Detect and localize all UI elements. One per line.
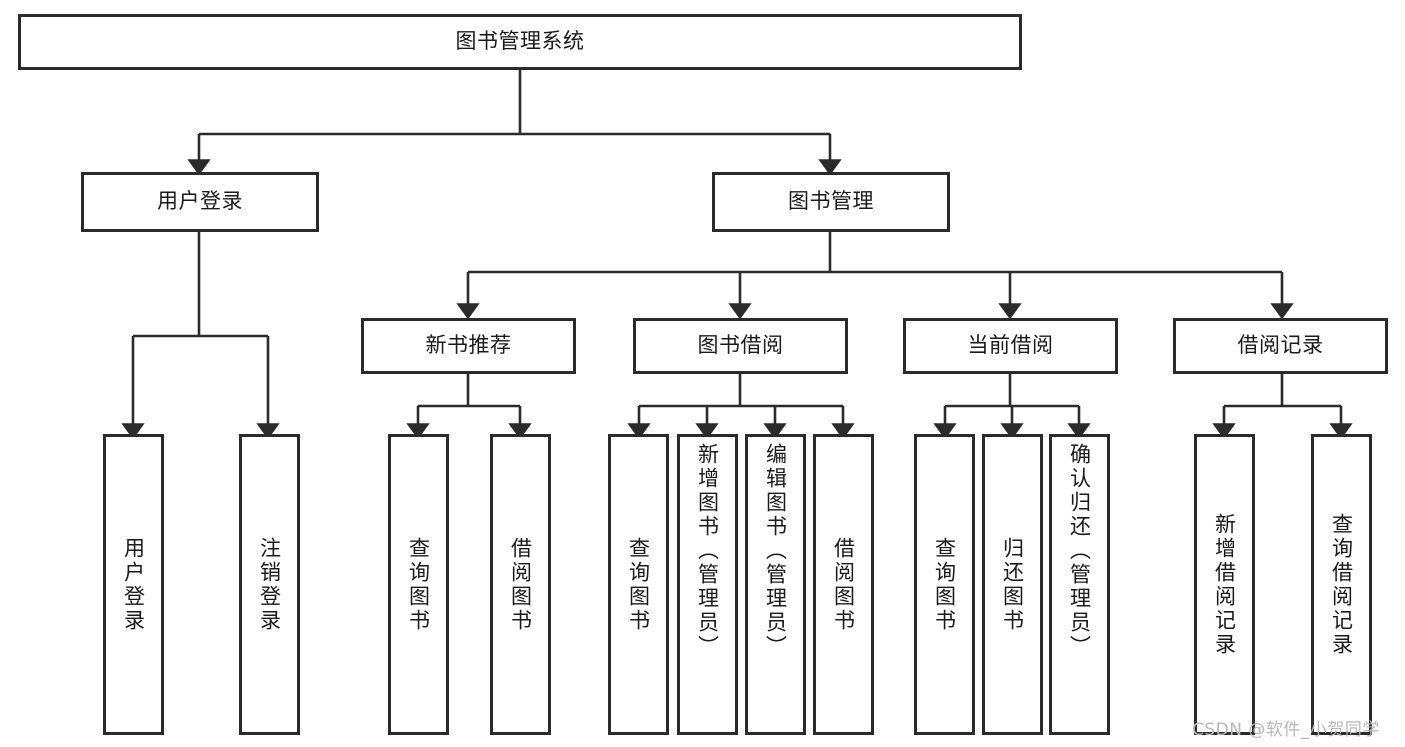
node-book-borrow[interactable]: 图书借阅	[633, 318, 848, 374]
node-label: 确认归还（管理员）	[1067, 443, 1092, 659]
node-leaf-query-book-recommend[interactable]: 查询图书	[388, 434, 449, 735]
node-label: 借阅图书	[508, 536, 533, 633]
node-label: 图书借阅	[697, 333, 784, 358]
node-leaf-query-borrow-record[interactable]: 查询借阅记录	[1311, 434, 1372, 735]
node-label: 图书管理	[788, 189, 874, 214]
node-label: 归还图书	[1000, 536, 1025, 633]
node-leaf-logout[interactable]: 注销登录	[239, 434, 300, 735]
node-leaf-query-book-current[interactable]: 查询图书	[914, 434, 975, 735]
node-label: 借阅记录	[1237, 333, 1324, 358]
node-leaf-borrow-book-recommend[interactable]: 借阅图书	[490, 434, 551, 735]
node-book-management[interactable]: 图书管理	[712, 172, 950, 232]
node-label: 注销登录	[257, 536, 282, 633]
node-leaf-edit-book-admin[interactable]: 编辑图书（管理员）	[745, 434, 806, 735]
node-label: 借阅图书	[831, 536, 856, 633]
node-label: 新书推荐	[425, 333, 512, 358]
node-label: 用户登录	[121, 536, 146, 633]
node-label: 编辑图书（管理员）	[763, 443, 788, 659]
node-current-borrow[interactable]: 当前借阅	[903, 318, 1118, 374]
node-root-book-management-system[interactable]: 图书管理系统	[18, 14, 1022, 70]
node-leaf-confirm-return-admin[interactable]: 确认归还（管理员）	[1049, 434, 1110, 735]
node-borrow-record[interactable]: 借阅记录	[1173, 318, 1388, 374]
node-label: 查询图书	[932, 536, 957, 633]
node-leaf-borrow-book[interactable]: 借阅图书	[813, 434, 874, 735]
node-label: 当前借阅	[967, 333, 1054, 358]
node-label: 新增图书（管理员）	[695, 443, 720, 659]
node-leaf-user-login[interactable]: 用户登录	[103, 434, 164, 735]
node-user-login[interactable]: 用户登录	[81, 172, 319, 232]
node-label: 新增借阅记录	[1212, 512, 1237, 657]
node-leaf-return-book[interactable]: 归还图书	[982, 434, 1043, 735]
node-label: 查询图书	[406, 536, 431, 633]
node-leaf-query-book-borrow[interactable]: 查询图书	[608, 434, 669, 735]
node-label: 图书管理系统	[455, 29, 585, 54]
node-leaf-add-book-admin[interactable]: 新增图书（管理员）	[677, 434, 738, 735]
node-label: 查询图书	[626, 536, 651, 633]
node-new-book-recommend[interactable]: 新书推荐	[361, 318, 576, 374]
node-label: 用户登录	[157, 189, 243, 214]
node-leaf-add-borrow-record[interactable]: 新增借阅记录	[1194, 434, 1255, 735]
node-label: 查询借阅记录	[1329, 512, 1354, 657]
